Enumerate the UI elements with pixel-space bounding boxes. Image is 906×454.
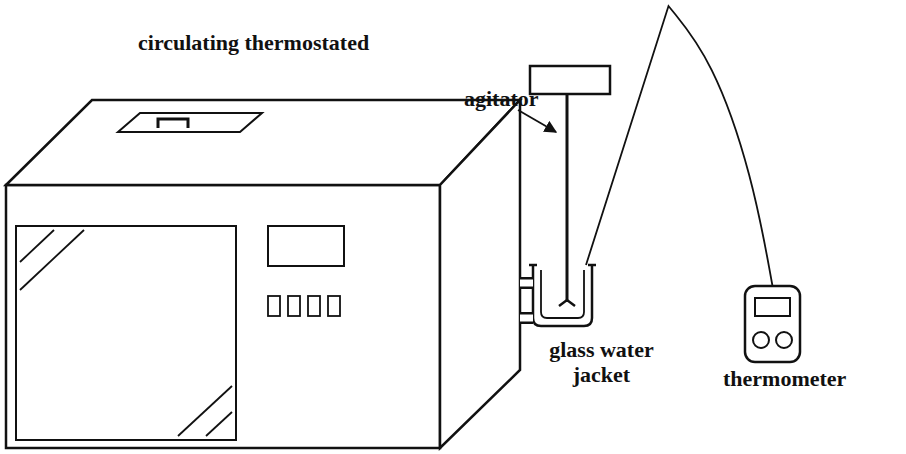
probe-cable xyxy=(586,6,773,286)
water-jacket-box: glass water jacket xyxy=(533,265,592,326)
thermometer-device xyxy=(745,286,800,362)
arrow-carrier xyxy=(520,283,533,284)
thermostat-bath-box: circulating thermostated xyxy=(6,100,520,448)
part-label: agitator xyxy=(464,86,539,111)
thermostat-bath xyxy=(6,100,520,448)
tube-bore xyxy=(520,280,533,287)
agitator-stirrer xyxy=(530,66,610,306)
water-tube xyxy=(520,283,533,284)
tube-bore xyxy=(520,315,533,322)
thermometer-box: thermometer xyxy=(745,286,800,362)
water-jacket xyxy=(529,265,596,326)
leader-line xyxy=(518,110,556,132)
cable-line xyxy=(586,6,773,286)
arrow-carrier xyxy=(586,6,773,286)
tube-outline xyxy=(520,312,533,324)
arrow-carrier xyxy=(520,318,533,319)
water-tube xyxy=(520,318,533,319)
node-label: thermometer xyxy=(723,366,846,391)
node-label: glass water jacket xyxy=(519,337,684,388)
node-label: circulating thermostated xyxy=(138,30,369,55)
tube-outline xyxy=(520,277,533,289)
